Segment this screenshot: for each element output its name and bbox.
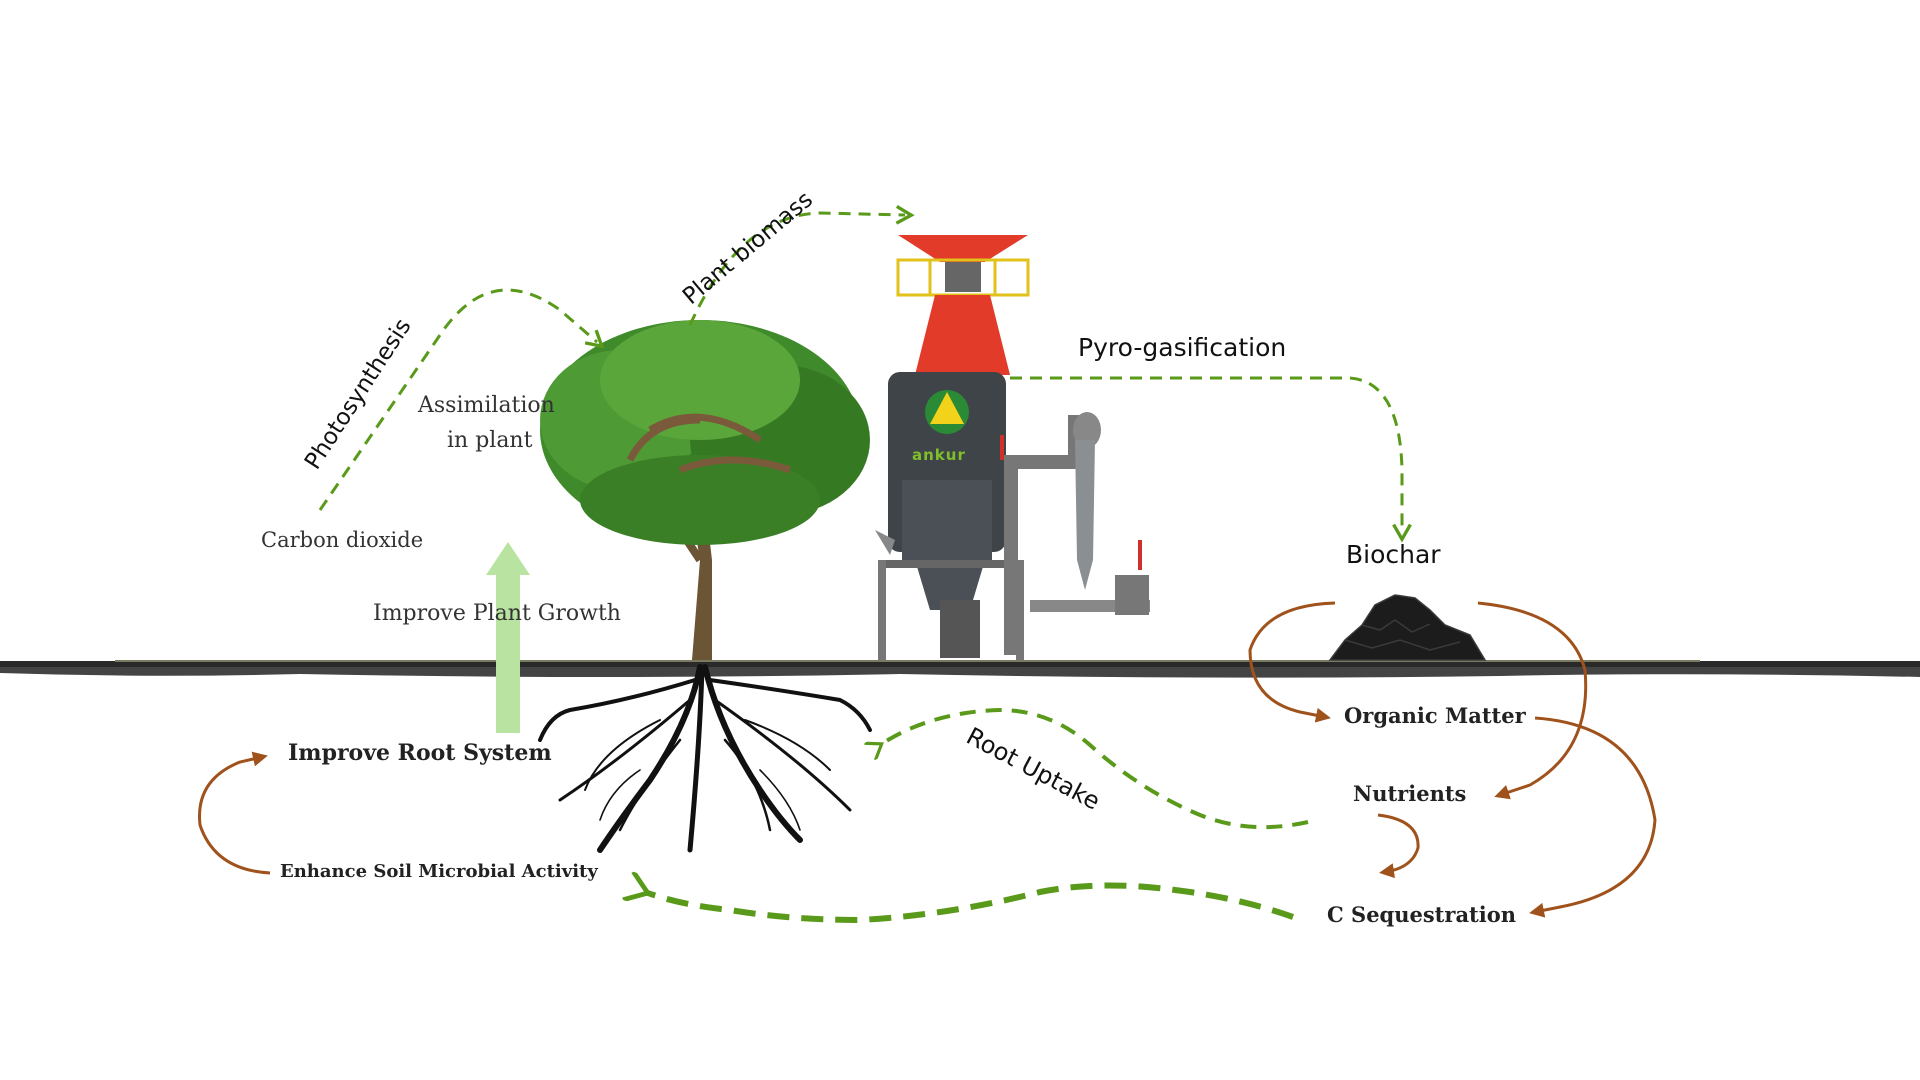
gasifier-brand-label: ankur bbox=[912, 446, 966, 464]
c-sequestration-label: C Sequestration bbox=[1327, 902, 1517, 927]
biochar-pile-icon bbox=[1328, 594, 1487, 661]
biochar-to-organic-matter-arrow bbox=[1248, 601, 1336, 723]
soil-microbial-return-arrow bbox=[645, 885, 1295, 924]
enhance-soil-microbial-activity-label: Enhance Soil Microbial Activity bbox=[280, 861, 598, 882]
root-uptake-arrow bbox=[880, 707, 1309, 830]
carbon-dioxide-label: Carbon dioxide bbox=[261, 528, 424, 552]
nutrients-to-sequestration-arrow bbox=[1377, 813, 1420, 879]
improve-root-system-label: Improve Root System bbox=[288, 740, 552, 766]
assimilation-label-line2: in plant bbox=[447, 428, 533, 453]
pyro-gasification-arrow bbox=[1010, 376, 1412, 543]
biochar-label: Biochar bbox=[1346, 540, 1441, 569]
nutrients-label: Nutrients bbox=[1353, 781, 1467, 806]
assimilation-label-line1: Assimilation bbox=[418, 393, 555, 418]
organic-matter-label: Organic Matter bbox=[1344, 703, 1526, 728]
gasifier-icon bbox=[875, 235, 1150, 660]
plant-biomass-arrow bbox=[688, 204, 915, 326]
tree-icon bbox=[540, 320, 870, 660]
roots-icon bbox=[538, 664, 872, 853]
improve-plant-growth-arrow bbox=[486, 542, 530, 733]
organic-matter-to-sequestration-arrow bbox=[1529, 716, 1657, 918]
soil-icon bbox=[0, 660, 1920, 678]
root-microbial-cycle-arrow bbox=[198, 751, 271, 875]
photosynthesis-arrow bbox=[318, 288, 605, 511]
biochar-to-nutrients-arrow bbox=[1477, 601, 1588, 800]
improve-plant-growth-label: Improve Plant Growth bbox=[373, 601, 621, 626]
pyro-gasification-label: Pyro-gasification bbox=[1078, 333, 1287, 362]
